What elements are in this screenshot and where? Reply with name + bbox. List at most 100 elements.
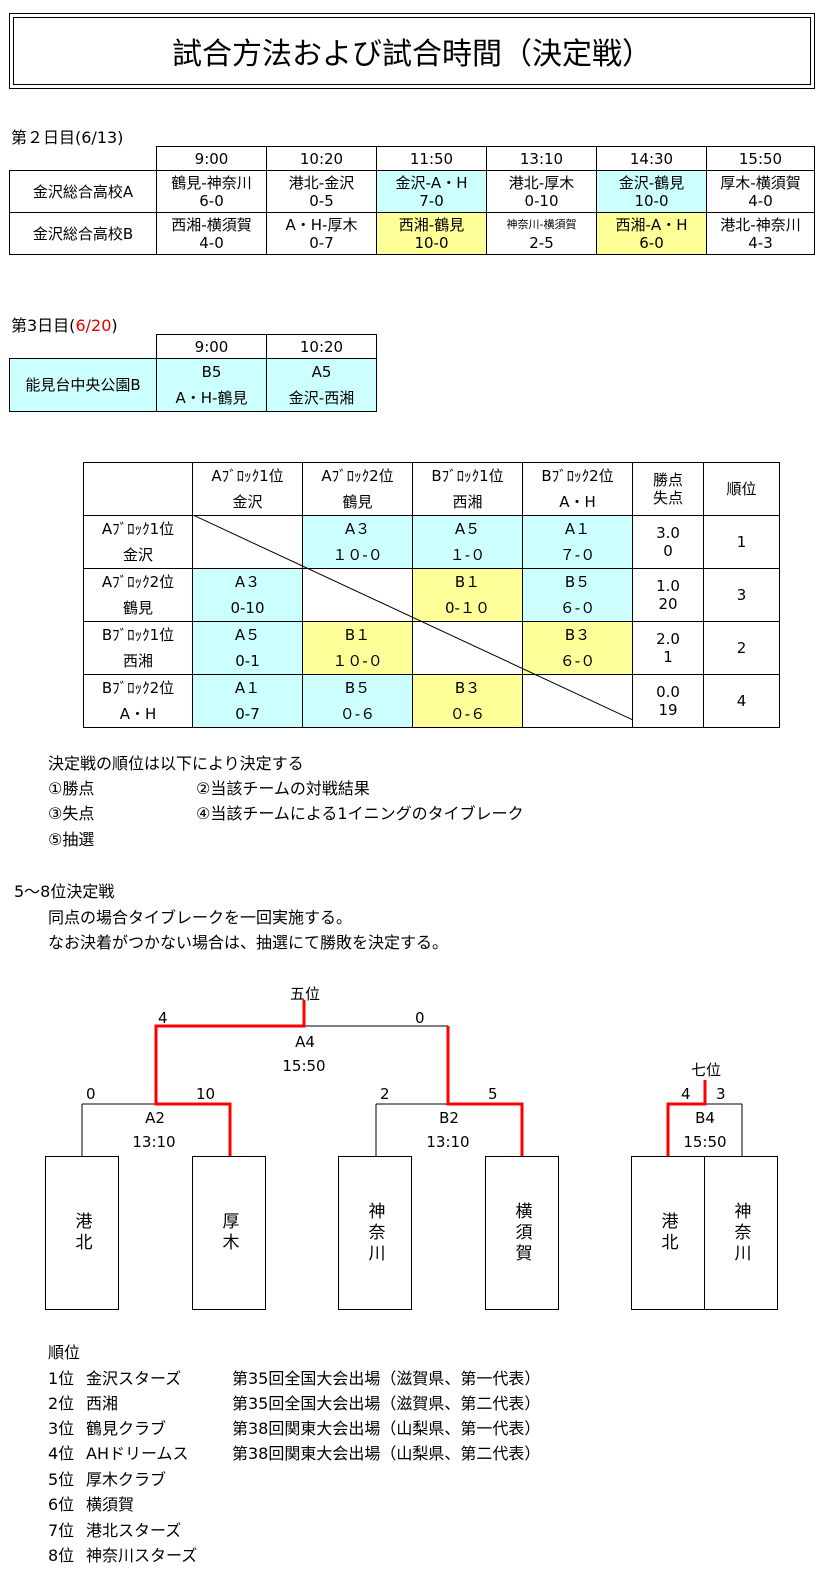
match-name: 港北-厚木: [508, 173, 575, 192]
team-name: 横須賀: [511, 1201, 532, 1265]
match-score: 6-0: [639, 233, 664, 252]
col-head-team: 金沢: [232, 493, 263, 511]
result-code: A１: [234, 679, 261, 697]
standing-team: 横須賀: [86, 1495, 135, 1514]
rank-cell: 4: [703, 674, 780, 728]
result-score: ０-６: [449, 705, 486, 723]
result-code: A３: [234, 573, 261, 591]
row-head-team: A・H: [119, 705, 157, 723]
match-score: 4-0: [748, 191, 773, 210]
result-score: ７-０: [559, 546, 596, 564]
time-head: 10:20: [266, 146, 377, 171]
standings-heading: 順位: [48, 1343, 81, 1362]
rule-1: ①勝点: [48, 779, 95, 798]
result-code: B５: [344, 679, 371, 697]
team-box: 神奈川: [704, 1156, 778, 1310]
day3-label: 第3日目(6/20): [11, 312, 118, 336]
match-score: 10-0: [634, 191, 669, 210]
match-name: 西湘-A・H: [615, 215, 688, 234]
page-title: 試合方法および試合時間（決定戦）: [13, 17, 811, 85]
semi-left-left-score: 0: [86, 1085, 96, 1103]
row-head-block: Aﾌﾞﾛｯｸ1位: [101, 520, 175, 538]
result-code: B３: [564, 626, 591, 644]
league-diagonal-line: [193, 515, 633, 720]
standing-team: 厚木クラブ: [86, 1470, 167, 1489]
col-head-block: Bﾌﾞﾛｯｸ2位: [541, 467, 614, 485]
semi-right-right-score: 5: [488, 1085, 498, 1103]
day3-label-date: 6/20: [75, 316, 112, 335]
standing-rank: 3位: [48, 1419, 75, 1438]
result-cell: A３ 0-10: [192, 568, 303, 622]
match-score: 4-3: [748, 233, 773, 252]
match-name: 西湘-鶴見: [398, 215, 465, 234]
col-head-team: 鶴見: [342, 493, 373, 511]
match-score: 0-7: [309, 233, 334, 252]
row-head-block: Aﾌﾞﾛｯｸ2位: [101, 573, 175, 591]
result-score: 0-1: [235, 652, 260, 670]
result-score: ６-０: [559, 652, 596, 670]
day2-schedule-table: 9:00 10:20 11:50 13:10 14:30 15:50 金沢総合高…: [9, 146, 815, 255]
match-name: A・H-鶴見: [175, 389, 248, 407]
result-code: A１: [564, 520, 591, 538]
row-head: Aﾌﾞﾛｯｸ1位金沢: [83, 515, 193, 569]
match-score: 0-5: [309, 191, 334, 210]
semi-left-right-score: 10: [196, 1085, 216, 1103]
team-name: 神奈川: [364, 1201, 385, 1265]
day3-label-suffix: ): [111, 316, 118, 335]
corner-cell: [83, 462, 193, 516]
col-head-block: Aﾌﾞﾛｯｸ1位: [211, 467, 284, 485]
result-code: A５: [234, 626, 261, 644]
match-code: A5: [311, 363, 332, 381]
team-name: 厚木: [218, 1212, 239, 1254]
lost-value: 0: [663, 542, 673, 560]
day3-label-prefix: 第3日目(: [11, 316, 76, 335]
lost-value: 1: [663, 648, 673, 666]
result-score: １-０: [449, 546, 486, 564]
semi-left-code: A2: [145, 1109, 165, 1127]
match-name: A・H-厚木: [285, 215, 358, 234]
rule-4: ④当該チームによる1イニングのタイブレーク: [196, 804, 524, 823]
match-score: 7-0: [419, 191, 444, 210]
row-head-team: 西湘: [122, 652, 153, 670]
semi-right-time: 13:10: [426, 1133, 470, 1151]
corner-cell: [9, 334, 157, 359]
col-head: Aﾌﾞﾛｯｸ1位金沢: [192, 462, 303, 516]
seventh-left-score: 4: [681, 1085, 691, 1103]
match-name: 鶴見-神奈川: [171, 173, 252, 192]
match-score: 4-0: [199, 233, 224, 252]
time-head: 9:00: [156, 146, 267, 171]
time-head: 15:50: [706, 146, 815, 171]
time-head: 13:10: [486, 146, 597, 171]
col-head: Bﾌﾞﾛｯｸ1位西湘: [412, 462, 523, 516]
standing-note: 第38回関東大会出場（山梨県、第一代表）: [232, 1419, 541, 1438]
result-score: 0-10: [230, 599, 265, 617]
row-head-block: Bﾌﾞﾛｯｸ1位: [101, 626, 175, 644]
rule-3: ③失点: [48, 804, 95, 823]
team-box: 港北: [45, 1156, 119, 1310]
row-head: Bﾌﾞﾛｯｸ1位西湘: [83, 621, 193, 675]
lost-value: 19: [658, 701, 678, 719]
standing-team: 鶴見クラブ: [86, 1419, 167, 1438]
standing-team: 西湘: [86, 1394, 119, 1413]
lost-value: 20: [658, 595, 678, 613]
winner-path: [154, 1000, 707, 1156]
placement-line-2: なお決着がつかない場合は、抽選にて勝敗を決定する。: [48, 933, 449, 952]
points-value: 3.0: [656, 524, 680, 542]
standing-team: 港北スターズ: [86, 1521, 182, 1540]
result-code: A３: [344, 520, 371, 538]
row-head-team: 鶴見: [122, 599, 153, 617]
